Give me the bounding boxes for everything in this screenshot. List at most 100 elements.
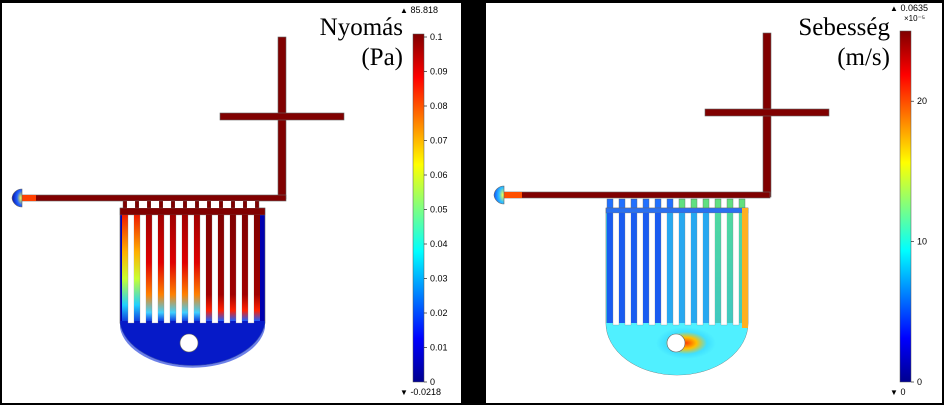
inlet-channel	[21, 194, 287, 202]
velocity-edge-stripe	[742, 208, 748, 328]
velocity-panel: 20 10 0 Sebesség (m/s) ▲ 0.0635 ×10⁻⁵ ▼ 0	[486, 3, 942, 403]
pressure-connector-gap	[223, 201, 231, 208]
velocity-connector	[618, 198, 626, 209]
pressure-finger	[170, 215, 176, 321]
pressure-finger	[122, 215, 128, 321]
velocity-finger	[643, 213, 649, 323]
pressure-finger	[134, 215, 140, 321]
pressure-finger	[218, 215, 224, 321]
pressure-min-label: ▼ -0.0218	[400, 387, 441, 397]
pressure-finger	[158, 215, 164, 321]
pressure-connector-gap	[163, 201, 171, 208]
velocity-finger-gap	[696, 212, 704, 326]
velocity-finger-gap	[648, 212, 656, 326]
velocity-header-bar	[605, 207, 749, 214]
pressure-finger-gap	[247, 214, 255, 324]
pressure-tick-label: 0.05	[430, 205, 448, 215]
velocity-finger	[679, 213, 685, 323]
velocity-multiplier: ×10⁻⁵	[904, 14, 926, 23]
pressure-finger	[230, 215, 236, 321]
pressure-title-line1: Nyomás	[319, 14, 403, 41]
velocity-finger	[715, 213, 721, 323]
velocity-tick-label: 20	[917, 96, 927, 106]
velocity-finger	[703, 213, 709, 323]
velocity-colorbar	[899, 30, 912, 383]
pressure-finger	[254, 215, 260, 321]
down-triangle-icon: ▼	[400, 388, 408, 397]
pressure-finger	[182, 215, 188, 321]
pressure-plot: 0.10.090.080.070.060.050.040.030.020.010	[11, 32, 448, 387]
pressure-finger	[206, 215, 212, 321]
velocity-finger	[691, 213, 697, 323]
velocity-finger	[655, 213, 661, 323]
pressure-finger-gap	[163, 214, 171, 324]
velocity-finger	[607, 213, 613, 323]
velocity-finger	[727, 213, 733, 323]
pressure-tick-label: 0.07	[430, 136, 448, 146]
velocity-finger-gap	[636, 212, 644, 326]
pressure-finger-gap	[223, 214, 231, 324]
pressure-title-line2: (Pa)	[361, 44, 403, 71]
pressure-connector-gap	[151, 201, 159, 208]
velocity-finger-gap	[672, 212, 680, 326]
pressure-colorbar-ticks: 0.10.090.080.070.060.050.040.030.020.010	[424, 32, 448, 387]
pressure-tick-label: 0.08	[430, 101, 448, 111]
velocity-title-line1: Sebesség	[798, 14, 890, 41]
velocity-colorbar-ticks: 20 10 0	[911, 96, 927, 387]
velocity-connector	[690, 198, 698, 209]
velocity-finger	[667, 213, 673, 323]
pressure-tick-label: 0.04	[430, 239, 448, 249]
pressure-connector-gap	[175, 201, 183, 208]
pressure-finger	[146, 215, 152, 321]
velocity-tick-label: 10	[917, 237, 927, 247]
pressure-tick-label: 0	[430, 377, 435, 387]
pressure-header-bar	[119, 207, 266, 216]
velocity-finger-array	[605, 198, 749, 328]
pressure-connector-gap	[187, 201, 195, 208]
velocity-finger-gap	[720, 212, 728, 326]
pressure-finger	[194, 215, 200, 321]
velocity-connector	[738, 198, 746, 209]
velocity-finger-gap	[708, 212, 716, 326]
velocity-connector	[726, 198, 734, 209]
pressure-connector-gap	[211, 201, 219, 208]
pressure-finger-array	[119, 200, 266, 324]
velocity-finger-gap	[624, 212, 632, 326]
velocity-tick-label: 0	[917, 377, 922, 387]
velocity-finger	[631, 213, 637, 323]
pressure-tick-label: 0.06	[430, 170, 448, 180]
velocity-connector	[606, 198, 614, 209]
pressure-connector-gap	[247, 201, 255, 208]
velocity-max-label: ▲ 0.0635	[890, 3, 928, 13]
pressure-finger-gap	[139, 214, 147, 324]
pressure-tick-label: 0.09	[430, 67, 448, 77]
velocity-connector	[630, 198, 638, 209]
velocity-connector	[642, 198, 650, 209]
velocity-connector	[714, 198, 722, 209]
pressure-connector-gap	[139, 201, 147, 208]
pressure-tick-label: 0.1	[430, 32, 443, 42]
velocity-connector	[654, 198, 662, 209]
pressure-tick-label: 0.03	[430, 274, 448, 284]
up-triangle-icon: ▲	[400, 6, 408, 15]
velocity-inlet-channel	[503, 191, 771, 199]
velocity-min-label: ▼ 0	[890, 387, 906, 397]
velocity-connector	[702, 198, 710, 209]
pressure-finger-gap	[175, 214, 183, 324]
up-triangle-icon: ▲	[890, 4, 898, 13]
pressure-max-label: ▲ 85.818	[400, 5, 438, 15]
velocity-finger-gap	[660, 212, 668, 326]
velocity-finger-gap	[732, 212, 740, 326]
pressure-finger	[242, 215, 248, 321]
velocity-title: Sebesség (m/s)	[798, 13, 890, 73]
pressure-connector-gap	[127, 201, 135, 208]
pressure-finger-gap	[235, 214, 243, 324]
chamber-hole	[179, 333, 199, 353]
down-triangle-icon: ▼	[890, 388, 898, 397]
velocity-finger	[619, 213, 625, 323]
pressure-tick-label: 0.01	[430, 343, 448, 353]
velocity-plot: 20 10 0	[493, 30, 927, 387]
velocity-chamber-hole	[666, 333, 686, 353]
pressure-finger-gap	[199, 214, 207, 324]
velocity-finger-gap	[612, 212, 620, 326]
